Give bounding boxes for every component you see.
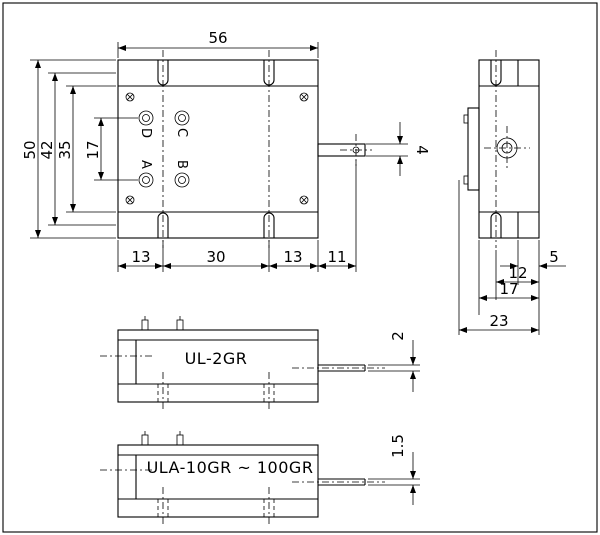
svg-text:13: 13 bbox=[283, 248, 302, 266]
svg-text:23: 23 bbox=[489, 312, 508, 330]
terminal-label-a: A bbox=[138, 160, 153, 169]
dim-model1-thickness: 2 bbox=[368, 331, 420, 392]
front-view: D C A B bbox=[117, 50, 372, 248]
mounting-slot-bottom-right bbox=[263, 212, 275, 238]
model2-body bbox=[117, 444, 319, 518]
dim-side: 5 12 17 23 bbox=[458, 180, 566, 335]
screw-icon bbox=[125, 195, 135, 205]
model2-label: ULA-10GR ~ 100GR bbox=[147, 458, 314, 477]
terminal-label-b: B bbox=[174, 160, 189, 169]
terminal-label-d: D bbox=[138, 128, 153, 138]
dim-height-42: 42 bbox=[38, 72, 116, 226]
side-view bbox=[463, 50, 540, 248]
dim-shaft-4: 4 bbox=[366, 122, 431, 176]
mounting-slot-bottom-left bbox=[157, 212, 169, 238]
svg-text:11: 11 bbox=[327, 248, 346, 266]
svg-text:35: 35 bbox=[56, 140, 74, 159]
dim-width-56: 56 bbox=[117, 29, 319, 58]
dim-height-35: 35 bbox=[56, 85, 116, 213]
model-view-ula-10gr-100gr: ULA-10GR ~ 100GR bbox=[100, 431, 385, 525]
terminal-d bbox=[138, 110, 154, 126]
terminal-c bbox=[174, 110, 190, 126]
model1-label: UL-2GR bbox=[185, 349, 248, 368]
svg-text:13: 13 bbox=[131, 248, 150, 266]
dim-height-17: 17 bbox=[84, 117, 138, 181]
svg-text:12: 12 bbox=[508, 264, 527, 282]
screw-icon bbox=[299, 92, 309, 102]
terminal-label-c: C bbox=[174, 128, 189, 137]
dim-bottom-row: 13 30 13 11 bbox=[117, 160, 357, 272]
front-body-outline bbox=[117, 59, 319, 239]
screw-icon bbox=[125, 92, 135, 102]
model1-body bbox=[117, 329, 319, 403]
dim-model2-thickness: 1.5 bbox=[368, 434, 420, 505]
svg-text:17: 17 bbox=[84, 140, 102, 159]
dim-height-50: 50 bbox=[21, 59, 116, 239]
svg-text:56: 56 bbox=[208, 29, 227, 47]
screw-icon bbox=[299, 195, 309, 205]
svg-text:4: 4 bbox=[413, 145, 431, 155]
svg-text:5: 5 bbox=[549, 248, 559, 266]
side-body-outline bbox=[478, 59, 540, 239]
terminal-a bbox=[138, 172, 154, 188]
svg-text:42: 42 bbox=[38, 140, 56, 159]
terminal-plate bbox=[467, 107, 480, 191]
svg-text:50: 50 bbox=[21, 140, 39, 159]
model-view-ul-2gr: UL-2GR bbox=[100, 316, 385, 410]
svg-text:1.5: 1.5 bbox=[389, 434, 407, 458]
svg-text:17: 17 bbox=[499, 280, 518, 298]
svg-text:2: 2 bbox=[389, 331, 407, 341]
terminal-b bbox=[174, 172, 190, 188]
svg-text:30: 30 bbox=[206, 248, 225, 266]
